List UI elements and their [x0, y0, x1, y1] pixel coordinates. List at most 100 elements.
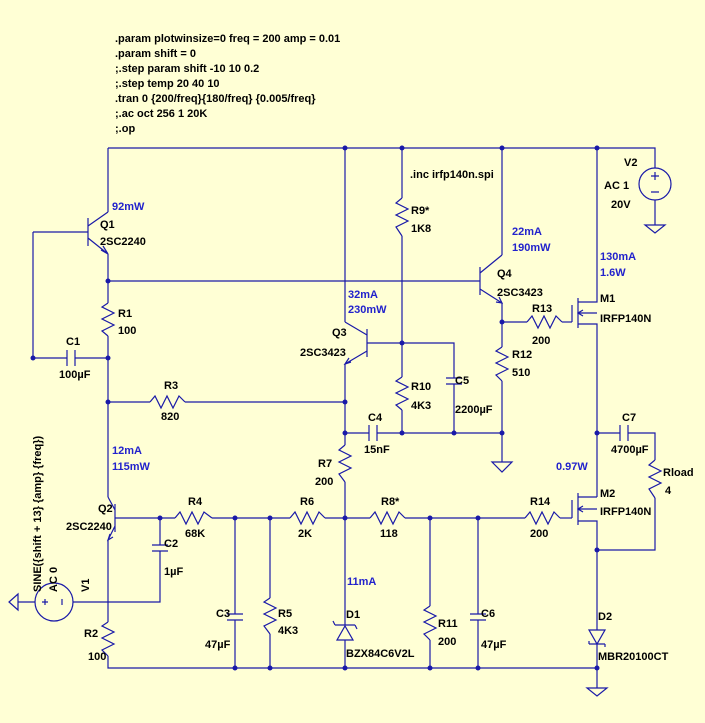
resistor-r4	[174, 510, 213, 526]
c5-value: 2200µF	[455, 404, 493, 416]
q1-power: 92mW	[112, 201, 145, 213]
d1-model: BZX84C6V2L	[346, 648, 415, 660]
m2-ref: M2	[600, 488, 615, 500]
resistor-r13	[526, 314, 563, 330]
r5-ref: R5	[278, 608, 292, 620]
resistor-r6	[289, 510, 326, 526]
resistor-r14	[524, 510, 561, 526]
r8-value: 118	[380, 528, 398, 540]
r7-value: 200	[315, 476, 333, 488]
transistor-q2	[106, 496, 135, 542]
r2-ref: R2	[84, 628, 98, 640]
c1-value: 100µF	[59, 369, 91, 381]
q3-ref: Q3	[332, 327, 347, 339]
r4-ref: R4	[188, 496, 203, 508]
capacitor-c3	[227, 613, 243, 621]
directive-inc: .inc irfp140n.spi	[410, 169, 494, 181]
directive-ac: ;.ac oct 256 1 20K	[115, 108, 207, 120]
zener-diode-d1	[332, 620, 358, 641]
v1-value: SINE({shift + 13} {amp} {freq})	[32, 435, 44, 592]
mosfet-m2	[571, 493, 598, 540]
q4-ref: Q4	[497, 268, 513, 280]
r12-value: 510	[512, 367, 530, 379]
r10-ref: R10	[411, 381, 431, 393]
ground-v1	[8, 592, 19, 612]
directive-param-plot: .param plotwinsize=0 freq = 200 amp = 0.…	[115, 33, 340, 45]
voltage-source-v2	[638, 167, 672, 201]
r10-value: 4K3	[411, 400, 431, 412]
r11-value: 200	[438, 636, 456, 648]
c7-value: 4700µF	[611, 444, 649, 456]
directive-tran: .tran 0 {200/freq}{180/freq} {0.005/freq…	[115, 93, 316, 105]
capacitor-c4	[368, 425, 378, 441]
q2-current: 12mA	[112, 445, 142, 457]
d2-ref: D2	[598, 611, 612, 623]
r3-ref: R3	[164, 380, 178, 392]
r4-value: 68K	[185, 528, 205, 540]
r1-ref: R1	[118, 308, 132, 320]
c1-ref: C1	[66, 336, 80, 348]
resistor-r12	[494, 346, 510, 382]
c6-value: 47µF	[481, 639, 507, 651]
r7-ref: R7	[318, 458, 332, 470]
capacitor-c7	[619, 425, 629, 441]
c3-ref: C3	[216, 608, 230, 620]
resistor-r3	[149, 394, 186, 410]
c5-ref: C5	[455, 375, 469, 387]
d1-ref: D1	[346, 609, 360, 621]
q2-power: 115mW	[112, 461, 151, 473]
directive-param-shift: .param shift = 0	[115, 48, 196, 60]
r11-ref: R11	[438, 618, 458, 630]
resistor-r1	[100, 302, 116, 337]
directive-step-shift: ;.step param shift -10 10 0.2	[115, 63, 259, 75]
transistor-q3	[343, 321, 375, 366]
r6-ref: R6	[300, 496, 314, 508]
q3-current: 32mA	[348, 289, 378, 301]
capacitor-c5	[446, 377, 462, 385]
v2-value: 20V	[611, 199, 631, 211]
c4-value: 15nF	[364, 444, 390, 456]
v2-ac: AC 1	[604, 180, 629, 192]
r6-value: 2K	[298, 528, 312, 540]
r14-ref: R14	[530, 496, 551, 508]
schottky-diode-d2	[587, 629, 607, 647]
q4-current: 22mA	[512, 226, 542, 238]
r13-ref: R13	[532, 303, 552, 315]
c2-value: 1µF	[164, 566, 183, 578]
resistor-r11	[422, 605, 438, 641]
capacitor-c1	[66, 350, 76, 366]
resistor-r8	[369, 510, 406, 526]
m1-current: 130mA	[600, 251, 636, 263]
r13-value: 200	[532, 335, 550, 347]
q1-model: 2SC2240	[100, 236, 146, 248]
resistor-r2	[100, 621, 116, 657]
capacitor-c6	[470, 613, 486, 621]
resistor-rload	[647, 459, 663, 499]
mosfet-m1	[571, 290, 598, 333]
r9-value: 1K8	[411, 223, 431, 235]
rload-value: 4	[665, 485, 672, 497]
resistor-r5	[262, 597, 278, 635]
r14-value: 200	[530, 528, 548, 540]
m2-model: IRFP140N	[600, 506, 651, 518]
c4-ref: C4	[368, 412, 383, 424]
q2-model: 2SC2240	[66, 521, 112, 533]
r12-ref: R12	[512, 349, 532, 361]
voltage-source-v1	[34, 582, 74, 622]
ground-v2	[643, 224, 667, 234]
spice-directives: .param plotwinsize=0 freq = 200 amp = 0.…	[115, 33, 340, 135]
r1-value: 100	[118, 325, 136, 337]
ground-c5	[490, 461, 514, 473]
rload-ref: Rload	[663, 467, 694, 479]
directive-op: ;.op	[115, 123, 135, 135]
r5-value: 4K3	[278, 625, 298, 637]
r3-value: 820	[161, 411, 179, 423]
transistor-q1	[80, 211, 109, 255]
v1-ref: V1	[80, 579, 92, 592]
resistor-r10	[394, 376, 410, 411]
r9-ref: R9*	[411, 205, 430, 217]
q4-power: 190mW	[512, 242, 551, 254]
d1-current: 11mA	[347, 576, 376, 588]
ground-main	[585, 687, 609, 697]
